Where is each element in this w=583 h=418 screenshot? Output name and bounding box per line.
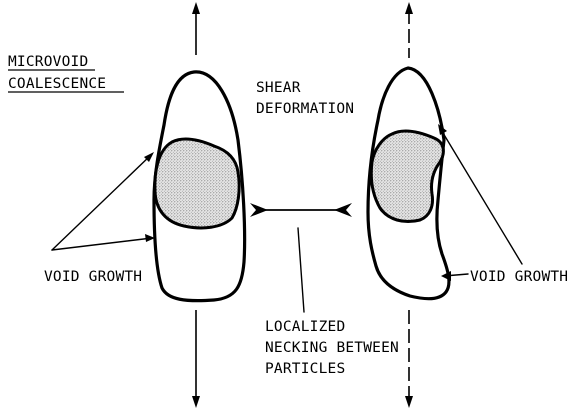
necking-right-arrowhead <box>334 203 352 217</box>
left-void-growth-leaders <box>51 152 155 251</box>
void-growth-label-right: VOID GROWTH <box>470 269 568 285</box>
left-particle <box>153 137 241 230</box>
necking-leader-line <box>297 227 305 313</box>
title-line-2: COALESCENCE <box>8 76 106 92</box>
necking-left-arrowhead <box>250 203 268 217</box>
right-leader-lower-arrowhead <box>441 271 451 281</box>
right-particle <box>369 129 445 223</box>
left-leader-lower-arrowhead <box>145 234 155 242</box>
left-tension-axis <box>192 2 200 408</box>
left-leader-upper-arrowhead <box>144 152 154 162</box>
necking-arrows <box>250 203 352 217</box>
right-leader-upper <box>439 127 523 265</box>
necking-label-line-2: NECKING BETWEEN <box>265 340 399 356</box>
right-void-growth-leaders <box>438 124 523 281</box>
shear-label-line-1: SHEAR <box>256 80 301 96</box>
title: MICROVOID COALESCENCE <box>8 54 124 93</box>
left-leader-lower <box>51 237 153 251</box>
shear-label-line-2: DEFORMATION <box>256 101 354 117</box>
right-axis-top-arrowhead <box>405 2 413 14</box>
necking-label-line-3: PARTICLES <box>265 361 345 377</box>
left-axis-top-arrowhead <box>192 2 200 14</box>
void-growth-label-left: VOID GROWTH <box>44 269 142 285</box>
left-void-outline <box>152 70 247 303</box>
title-line-1: MICROVOID <box>8 54 88 70</box>
left-leader-upper <box>51 153 153 251</box>
right-leader-upper-arrowhead <box>438 124 447 135</box>
right-tension-axis <box>405 2 413 408</box>
necking-label-line-1: LOCALIZED <box>265 319 345 335</box>
right-axis-bottom-arrowhead <box>405 396 413 408</box>
left-axis-bottom-arrowhead <box>192 396 200 408</box>
